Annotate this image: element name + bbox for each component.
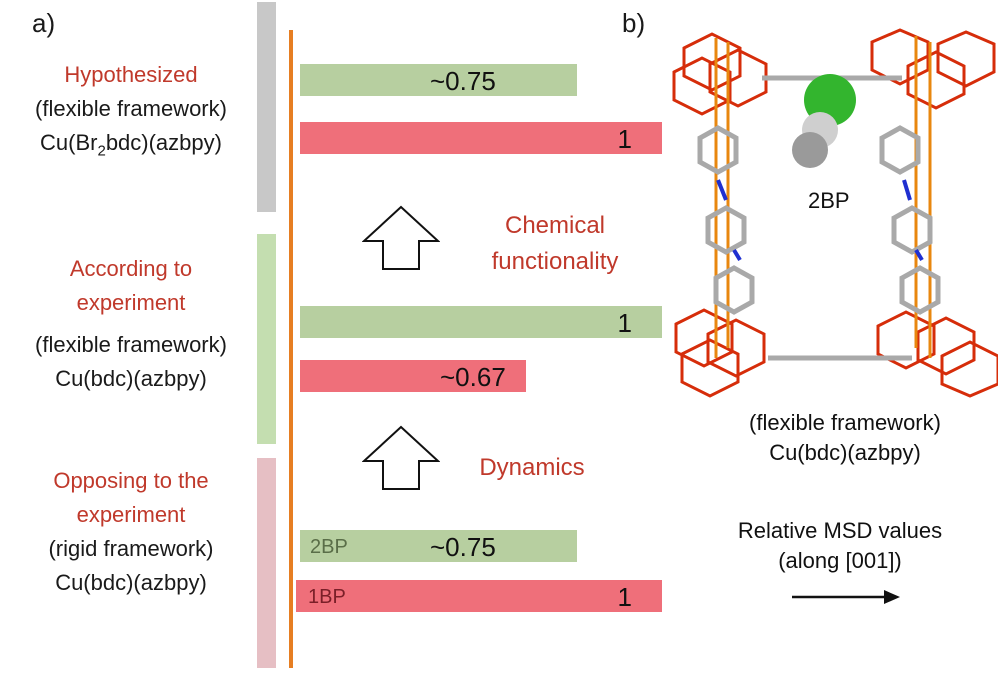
panel-b-label: b) bbox=[622, 8, 646, 38]
note-line: Dynamics bbox=[479, 454, 585, 481]
msd-bar: 2BP ~0.75 bbox=[300, 530, 577, 562]
msd-bar: ~0.67 bbox=[300, 360, 526, 392]
msd-bar: 1 bbox=[300, 122, 662, 154]
bar-value: ~0.75 bbox=[430, 66, 496, 96]
group-heading-line1: Opposing to the bbox=[53, 468, 209, 493]
bar-tag: 1BP bbox=[308, 586, 346, 608]
compound-formula: Cu(bdc)(azbpy) bbox=[55, 570, 207, 595]
up-arrow-icon bbox=[362, 205, 440, 270]
msd-bar: 1BP 1 bbox=[296, 580, 662, 612]
band-opposing bbox=[257, 458, 276, 668]
compound-formula: Cu(bdc)(azbpy) bbox=[55, 366, 207, 391]
bar-tag: 2BP bbox=[310, 536, 348, 558]
arrow-note-dynamics: Dynamics bbox=[462, 450, 602, 486]
bar-value: 1 bbox=[617, 308, 632, 338]
band-hypothesized bbox=[257, 2, 276, 212]
group-according: According to experiment (flexible framew… bbox=[0, 252, 262, 396]
up-arrow-icon bbox=[362, 425, 440, 490]
caption-line: Cu(bdc)(azbpy) bbox=[769, 440, 921, 465]
group-heading-line2: experiment bbox=[76, 502, 186, 527]
legend-line: (along [001]) bbox=[778, 548, 902, 573]
group-heading-line2: experiment bbox=[76, 290, 186, 315]
group-hypothesized: Hypothesized (flexible framework) Cu(Br2… bbox=[0, 58, 262, 168]
group-heading-line1: According to bbox=[69, 256, 193, 281]
compound-formula: Cu(Br2bdc)(azbpy) bbox=[40, 130, 222, 160]
band-according bbox=[257, 234, 276, 444]
framework-type: (flexible framework) bbox=[35, 332, 227, 357]
framework-type: (flexible framework) bbox=[35, 96, 227, 121]
msd-bar: ~0.75 bbox=[300, 64, 577, 96]
legend-line: Relative MSD values bbox=[737, 518, 943, 543]
note-line: Chemical bbox=[504, 212, 606, 239]
guest-molecule-label: 2BP bbox=[808, 188, 850, 213]
framework-structure-illustration bbox=[672, 28, 998, 398]
bar-value: 1 bbox=[617, 124, 632, 154]
bar-value: ~0.67 bbox=[440, 362, 506, 392]
note-line: functionality bbox=[491, 248, 619, 275]
right-arrow-icon bbox=[792, 590, 900, 604]
bar-value: ~0.75 bbox=[430, 532, 496, 562]
group-opposing: Opposing to the experiment (rigid framew… bbox=[0, 464, 262, 600]
msd-legend: Relative MSD values (along [001]) bbox=[690, 516, 990, 576]
framework-type: (rigid framework) bbox=[48, 536, 214, 561]
group-heading: Hypothesized bbox=[64, 62, 198, 87]
msd-bar: 1 bbox=[300, 306, 662, 338]
caption-line: (flexible framework) bbox=[749, 410, 941, 435]
panel-a-label: a) bbox=[32, 8, 56, 38]
orange-axis-line bbox=[289, 30, 293, 668]
arrow-note-chemical: Chemical functionality bbox=[470, 208, 640, 280]
bar-value: 1 bbox=[617, 582, 632, 612]
structure-caption: (flexible framework) Cu(bdc)(azbpy) bbox=[700, 408, 990, 468]
guest-atom bbox=[792, 132, 828, 168]
